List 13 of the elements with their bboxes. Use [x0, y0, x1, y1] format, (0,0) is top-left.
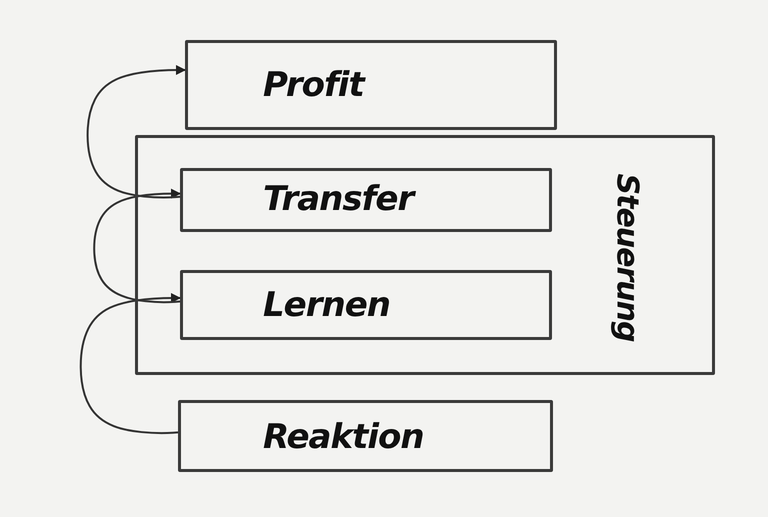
box-label: Lernen — [263, 285, 390, 325]
curved-arrow — [86, 65, 186, 199]
box-label: Transfer — [263, 179, 414, 219]
process-box — [135, 135, 715, 375]
box-label: Profit — [263, 65, 364, 105]
process-box — [180, 168, 552, 232]
group-label: Steuerung — [610, 174, 644, 342]
curved-arrow — [93, 188, 181, 304]
curved-arrow — [80, 293, 181, 434]
process-box — [178, 400, 553, 472]
process-box — [180, 270, 552, 340]
process-box — [185, 40, 557, 130]
box-label: Reaktion — [263, 417, 424, 457]
